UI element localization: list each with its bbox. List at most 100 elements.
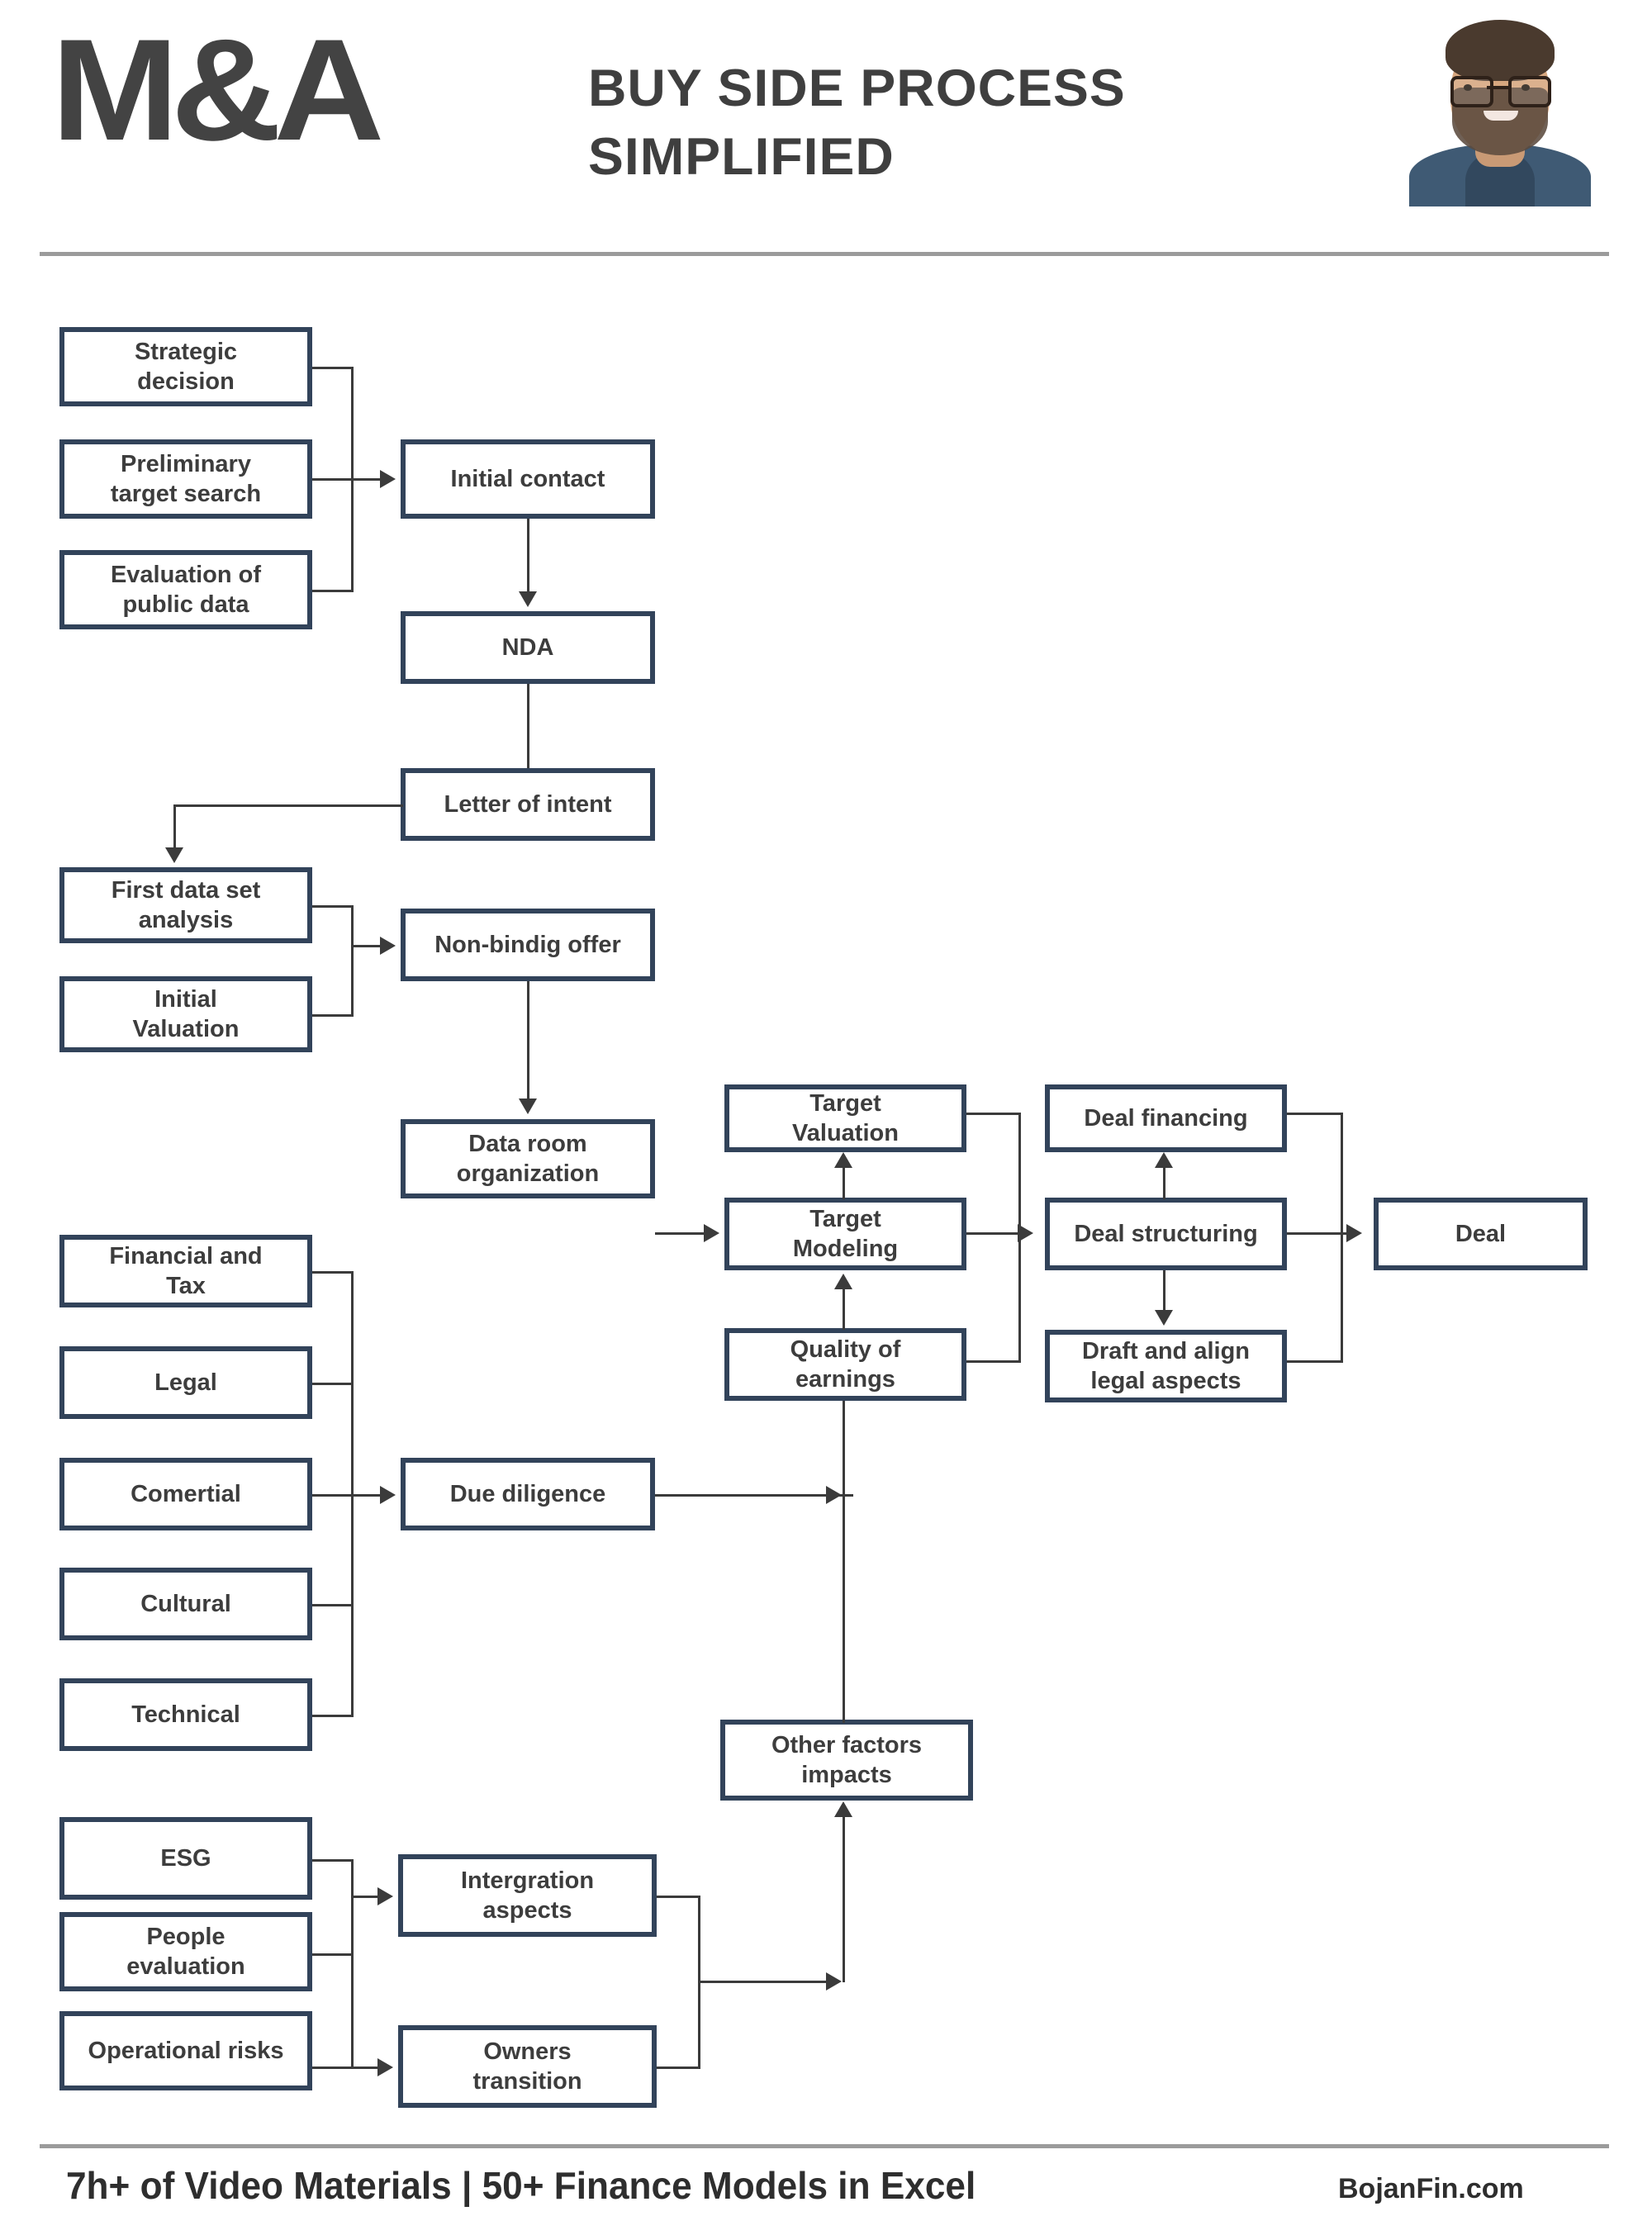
footer-tagline: 7h+ of Video Materials | 50+ Finance Mod…: [66, 2164, 976, 2207]
node-due-diligence[interactable]: Due diligence: [401, 1458, 655, 1530]
edge-up-to-other-factors: [843, 1817, 845, 1982]
avatar-eye-right: [1521, 84, 1530, 91]
edge-bus-to-offer: [351, 945, 382, 947]
node-operational-risks[interactable]: Operational risks: [59, 2011, 312, 2090]
edge-bottom-bus: [351, 1859, 354, 2068]
edge-data-room-to-target-modeling: [655, 1232, 706, 1235]
arrowhead-nda: [519, 591, 537, 607]
edge-quality-right: [966, 1360, 1021, 1363]
avatar-eye-left: [1464, 84, 1472, 91]
node-deal-structuring[interactable]: Deal structuring: [1045, 1198, 1287, 1270]
edge-bus-to-owners: [351, 2067, 379, 2069]
edge-quality-to-modeling: [843, 1288, 845, 1330]
edge-operational-to-bus: [312, 2067, 354, 2069]
title-line-1: BUY SIDE PROCESS: [588, 59, 1126, 117]
node-deal[interactable]: Deal: [1374, 1198, 1588, 1270]
arrowhead-other-factors-row: [826, 1972, 842, 1991]
arrowhead-data-room: [519, 1099, 537, 1114]
edge-modeling-to-valuation: [843, 1168, 845, 1199]
edge-technical-to-bus: [312, 1715, 354, 1717]
edge-strategic-to-bus: [312, 367, 354, 369]
arrowhead-deal-structuring: [1018, 1224, 1033, 1242]
edge-people-to-bus: [312, 1953, 354, 1956]
arrowhead-target-valuation: [834, 1152, 852, 1168]
edge-loi-down: [173, 804, 176, 849]
header-divider: [40, 252, 1609, 256]
node-letter-of-intent[interactable]: Letter of intent: [401, 768, 655, 841]
edge-loi-left: [173, 804, 403, 807]
edge-structuring-to-draft: [1163, 1270, 1165, 1313]
arrowhead-draft-align: [1155, 1310, 1173, 1326]
arrowhead-owners-transition: [377, 2058, 393, 2076]
arrowhead-target-modeling: [704, 1224, 719, 1242]
node-esg[interactable]: ESG: [59, 1817, 312, 1900]
edge-initial-contact-to-nda: [527, 519, 529, 595]
glasses-bridge: [1487, 86, 1508, 89]
node-initial-contact[interactable]: Initial contact: [401, 439, 655, 519]
edge-structuring-to-deal: [1287, 1232, 1351, 1235]
avatar-beard: [1452, 88, 1548, 155]
edge-esg-to-bus: [312, 1859, 354, 1862]
edge-evaluation-to-bus: [312, 590, 354, 592]
edge-legal-to-bus: [312, 1383, 354, 1385]
arrowhead-first-data-set: [165, 847, 183, 863]
edge-financial-to-bus: [312, 1271, 354, 1274]
avatar: [1404, 5, 1596, 206]
glasses-icon-right: [1508, 76, 1551, 107]
edge-initial-val-to-bus: [312, 1014, 354, 1017]
edge-valuation-right: [966, 1113, 1021, 1115]
edge-draft-right: [1287, 1360, 1343, 1363]
arrowhead-deal: [1346, 1224, 1362, 1242]
node-non-bindig-offer[interactable]: Non-bindig offer: [401, 909, 655, 981]
arrowhead-initial-contact: [380, 470, 396, 488]
node-deal-financing[interactable]: Deal financing: [1045, 1084, 1287, 1152]
title-line-2: SIMPLIFIED: [588, 128, 895, 186]
edge-financing-right: [1287, 1113, 1343, 1115]
edge-bus-to-other-factors: [698, 1981, 830, 1983]
edge-structuring-to-financing: [1163, 1168, 1165, 1199]
edge-bus-to-intergration: [351, 1896, 379, 1898]
edge-deal-bus: [1341, 1113, 1343, 1362]
edge-intergration-right: [657, 1896, 700, 1898]
node-legal[interactable]: Legal: [59, 1346, 312, 1419]
footer-divider: [40, 2144, 1609, 2148]
edge-cultural-to-bus: [312, 1604, 354, 1606]
avatar-mouth: [1483, 111, 1518, 121]
edge-modeling-to-structuring: [966, 1232, 1023, 1235]
node-cultural[interactable]: Cultural: [59, 1568, 312, 1640]
arrowhead-quality-col: [826, 1486, 842, 1504]
arrowhead-modeling-from-quality: [834, 1274, 852, 1289]
edge-dd-to-quality-col: [655, 1494, 853, 1497]
node-comertial[interactable]: Comertial: [59, 1458, 312, 1530]
arrowhead-due-diligence: [380, 1486, 396, 1504]
page-header: M&A BUY SIDE PROCESS SIMPLIFIED: [0, 0, 1652, 256]
edge-offer-bus: [351, 905, 354, 1016]
edge-bus-to-initial-contact: [312, 478, 382, 481]
arrowhead-intergration-aspects: [377, 1887, 393, 1905]
node-technical[interactable]: Technical: [59, 1678, 312, 1751]
footer-website[interactable]: BojanFin.com: [1338, 2173, 1524, 2204]
edge-nda-to-loi: [527, 684, 529, 768]
node-nda[interactable]: NDA: [401, 611, 655, 684]
edge-first-data-to-bus: [312, 905, 354, 908]
edge-other-factors-to-quality: [843, 1401, 845, 1723]
edge-owners-right: [657, 2067, 700, 2069]
glasses-icon-left: [1450, 76, 1493, 107]
avatar-hair: [1446, 20, 1555, 81]
